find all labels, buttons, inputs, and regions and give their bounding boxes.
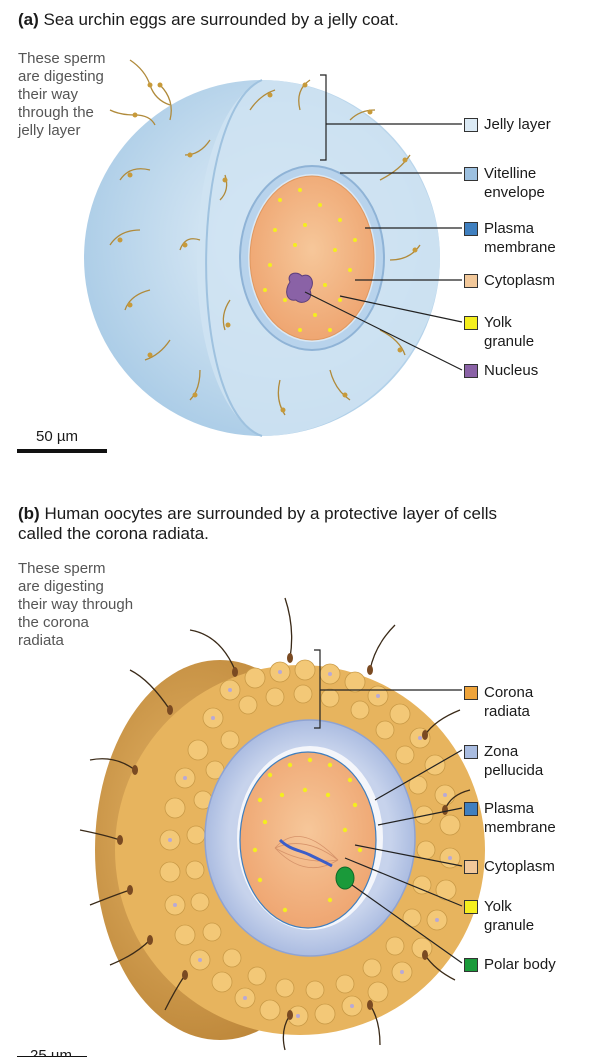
swatch-icon: [464, 222, 478, 236]
label-corona-radiata: Corona radiata: [464, 683, 533, 721]
panel-b-note: These sperm are digesting their way thro…: [18, 560, 133, 650]
label-plasma-membrane-b: Plasma membrane: [464, 799, 556, 837]
swatch-icon: [464, 686, 478, 700]
label-zona-pellucida: Zona pellucida: [464, 742, 543, 780]
swatch-icon: [464, 364, 478, 378]
swatch-icon: [464, 958, 478, 972]
swatch-icon: [464, 745, 478, 759]
label-vitelline-envelope: Vitelline envelope: [464, 164, 545, 202]
label-cytoplasm-a: Cytoplasm: [464, 271, 555, 290]
panel-b-title: (b) Human oocytes are surrounded by a pr…: [18, 504, 497, 544]
swatch-icon: [464, 900, 478, 914]
label-yolk-granule-b: Yolk granule: [464, 897, 534, 935]
panel-a-scale-label: 50 µm: [36, 428, 78, 445]
swatch-icon: [464, 167, 478, 181]
label-polar-body: Polar body: [464, 955, 556, 974]
swatch-icon: [464, 274, 478, 288]
panel-a-title: (a) Sea urchin eggs are surrounded by a …: [18, 10, 399, 30]
swatch-icon: [464, 316, 478, 330]
label-yolk-granule-a: Yolk granule: [464, 313, 534, 351]
swatch-icon: [464, 860, 478, 874]
sea-urchin-egg: [84, 60, 440, 436]
panel-a-scale-bar: [17, 449, 107, 453]
swatch-icon: [464, 118, 478, 132]
panel-b-scale-label: 25 µm: [30, 1044, 72, 1057]
label-cytoplasm-b: Cytoplasm: [464, 857, 555, 876]
panel-a-note: These sperm are digesting their way thro…: [18, 50, 106, 140]
label-plasma-membrane-a: Plasma membrane: [464, 219, 556, 257]
human-oocyte: [80, 598, 485, 1050]
swatch-icon: [464, 802, 478, 816]
label-nucleus: Nucleus: [464, 361, 538, 380]
label-jelly-layer: Jelly layer: [464, 115, 551, 134]
